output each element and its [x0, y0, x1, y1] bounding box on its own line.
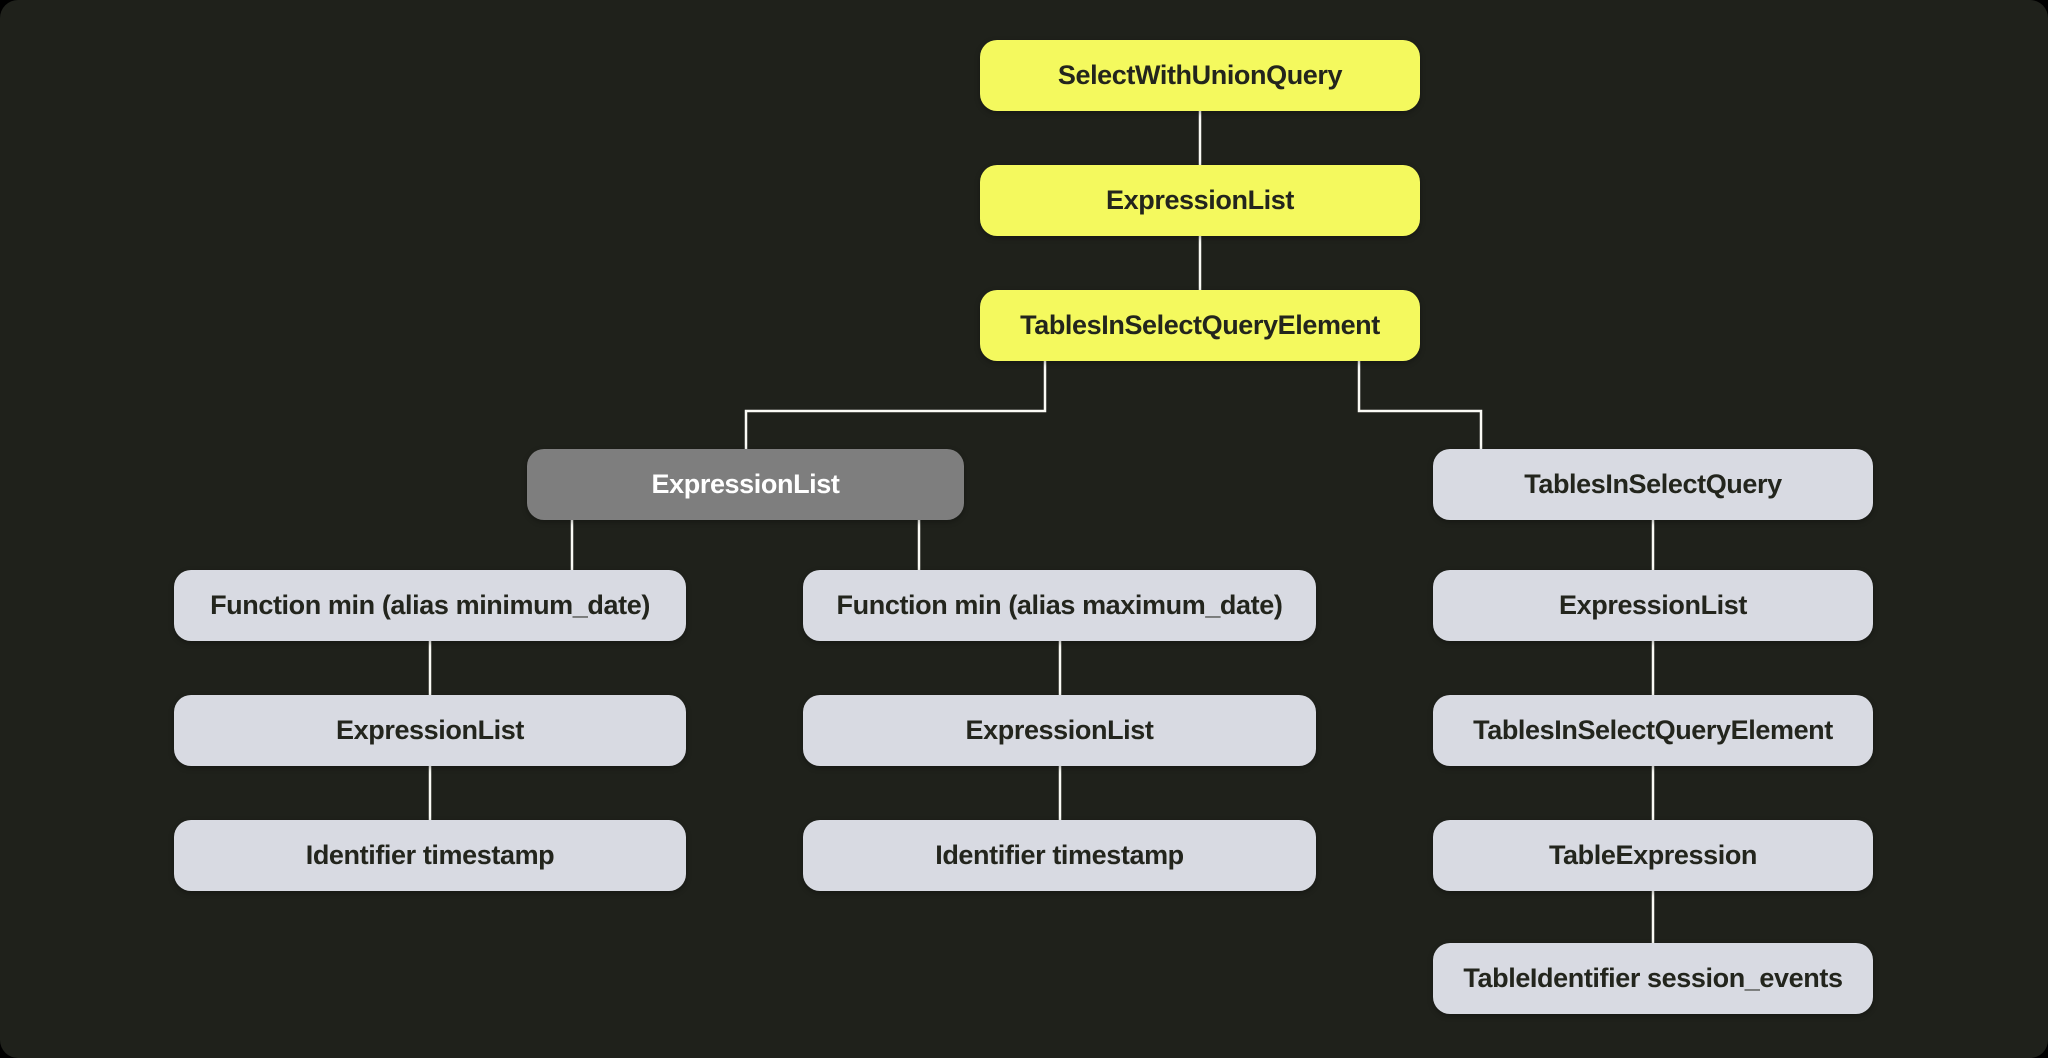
node-function-min-maximum-date[interactable]: Function min (alias maximum_date) [803, 570, 1316, 641]
node-tables-in-select-query[interactable]: TablesInSelectQuery [1433, 449, 1873, 520]
node-expression-list-right[interactable]: ExpressionList [1433, 570, 1873, 641]
node-function-min-minimum-date[interactable]: Function min (alias minimum_date) [174, 570, 686, 641]
node-identifier-timestamp-left[interactable]: Identifier timestamp [174, 820, 686, 891]
node-identifier-timestamp-middle[interactable]: Identifier timestamp [803, 820, 1316, 891]
node-table-expression[interactable]: TableExpression [1433, 820, 1873, 891]
node-tables-in-select-query-element-1[interactable]: TablesInSelectQueryElement [980, 290, 1420, 361]
node-table-identifier-session-events[interactable]: TableIdentifier session_events [1433, 943, 1873, 1014]
node-tables-in-select-query-element-2[interactable]: TablesInSelectQueryElement [1433, 695, 1873, 766]
node-expression-list-middle[interactable]: ExpressionList [803, 695, 1316, 766]
node-expression-list-top[interactable]: ExpressionList [980, 165, 1420, 236]
node-select-with-union-query[interactable]: SelectWithUnionQuery [980, 40, 1420, 111]
edge-element-to-selected-expressionlist [744, 361, 1047, 449]
node-expression-list-left[interactable]: ExpressionList [174, 695, 686, 766]
node-expression-list-selected[interactable]: ExpressionList [527, 449, 964, 520]
edge-element-to-tablesinselectquery [1357, 361, 1483, 449]
